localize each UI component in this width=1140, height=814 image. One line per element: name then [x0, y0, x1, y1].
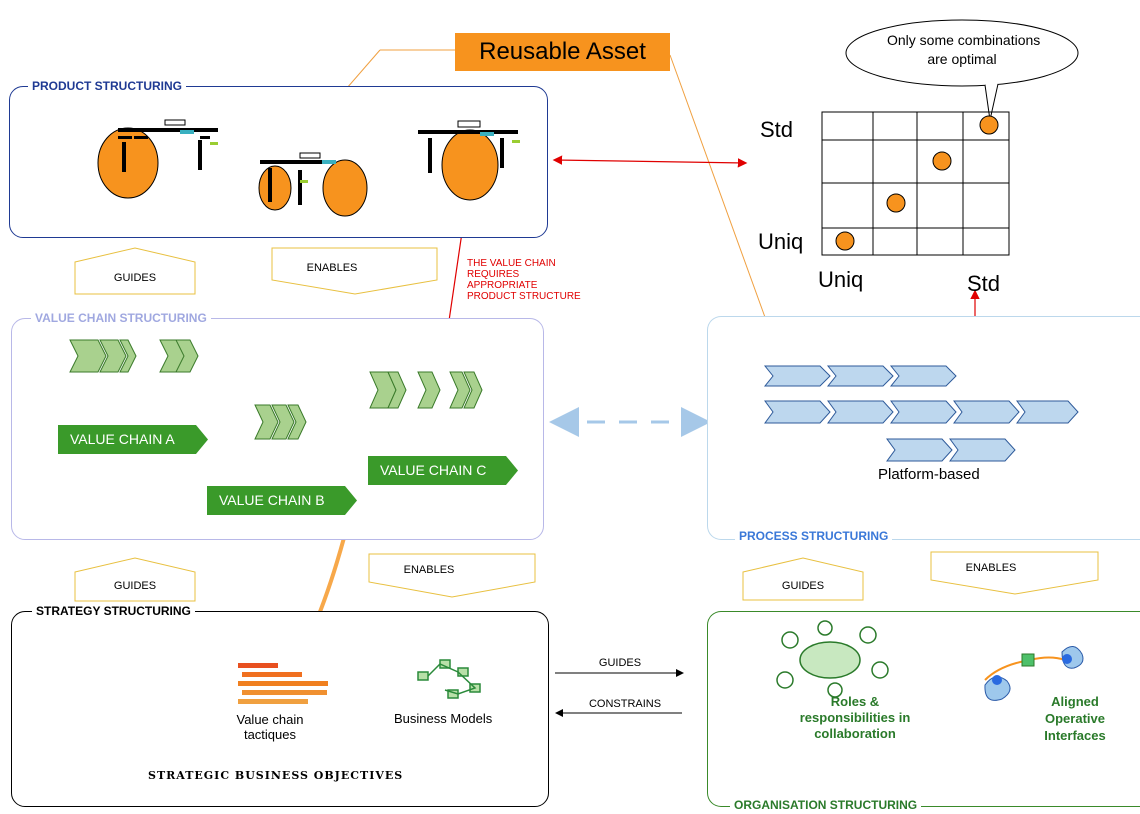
enables-label-1: ENABLES — [306, 262, 358, 274]
product-structuring-title: PRODUCT STRUCTURING — [28, 79, 186, 93]
roles-line-1: Roles & — [830, 694, 880, 709]
interfaces-line-2: Operative — [1045, 711, 1105, 726]
guides-label-3: GUIDES — [781, 580, 825, 592]
organisation-structuring-title: ORGANISATION STRUCTURING — [730, 798, 922, 812]
tactics-line-2: tactiques — [243, 727, 297, 742]
matrix-y-top: Std — [760, 117, 794, 142]
organisation-structuring-panel — [707, 611, 1140, 807]
callout-text-1: Only some combinations — [887, 32, 1041, 48]
value-chain-note-1: THE VALUE CHAIN — [467, 258, 556, 269]
collaboration-icon — [776, 620, 889, 698]
guides-label-2: GUIDES — [113, 580, 157, 592]
process-structuring-title: PROCESS STRUCTURING — [735, 529, 893, 543]
roles-line-3: collaboration — [814, 726, 896, 741]
interfaces-icon — [984, 646, 1084, 701]
platform-based-label: Platform-based — [878, 466, 980, 483]
value-chain-c: VALUE CHAIN C — [368, 456, 518, 485]
value-chain-tactics-icon — [238, 663, 328, 704]
value-chain-note-3: APPROPRIATE — [467, 280, 538, 291]
enables-label-3: ENABLES — [965, 562, 1017, 574]
value-chain-note-2: REQUIRES — [467, 269, 520, 280]
value-chain-b: VALUE CHAIN B — [207, 486, 357, 515]
enables-label-2: ENABLES — [403, 564, 455, 576]
roles-label: Roles & responsibilities in collaboratio… — [785, 694, 925, 742]
value-chain-a: VALUE CHAIN A — [58, 425, 208, 454]
matrix-y-bottom: Uniq — [758, 229, 804, 254]
process-structuring-panel — [707, 316, 1140, 540]
constrains-label: CONSTRAINS — [588, 698, 662, 710]
callout-text-2: are optimal — [927, 51, 997, 67]
strategy-structuring-panel — [11, 611, 549, 807]
tactics-line-1: Value chain — [236, 712, 304, 727]
interfaces-label: Aligned Operative Interfaces — [1030, 693, 1120, 744]
reusable-asset-label: Reusable Asset — [455, 33, 670, 71]
interfaces-line-3: Interfaces — [1044, 728, 1106, 743]
matrix-x-right: Std — [967, 271, 1001, 296]
value-chain-note: THE VALUE CHAIN REQUIRES APPROPRIATE PRO… — [467, 258, 581, 302]
strategy-structuring-title: STRATEGY STRUCTURING — [32, 604, 195, 618]
value-chain-structuring-title: VALUE CHAIN STRUCTURING — [31, 311, 211, 325]
guides-label-1: GUIDES — [113, 272, 157, 284]
business-models-icon — [417, 659, 481, 699]
value-chain-tactics-label: Value chain tactiques — [230, 712, 310, 742]
guides-label-4: GUIDES — [598, 657, 642, 669]
interfaces-line-1: Aligned — [1051, 694, 1099, 709]
value-chain-note-4: PRODUCT STRUCTURE — [467, 291, 581, 302]
strategic-objectives-label: STRATEGIC BUSINESS OBJECTIVES — [148, 769, 404, 782]
roles-line-2: responsibilities in — [799, 710, 911, 725]
business-models-label: Business Models — [394, 711, 493, 726]
matrix-x-left: Uniq — [818, 267, 864, 292]
